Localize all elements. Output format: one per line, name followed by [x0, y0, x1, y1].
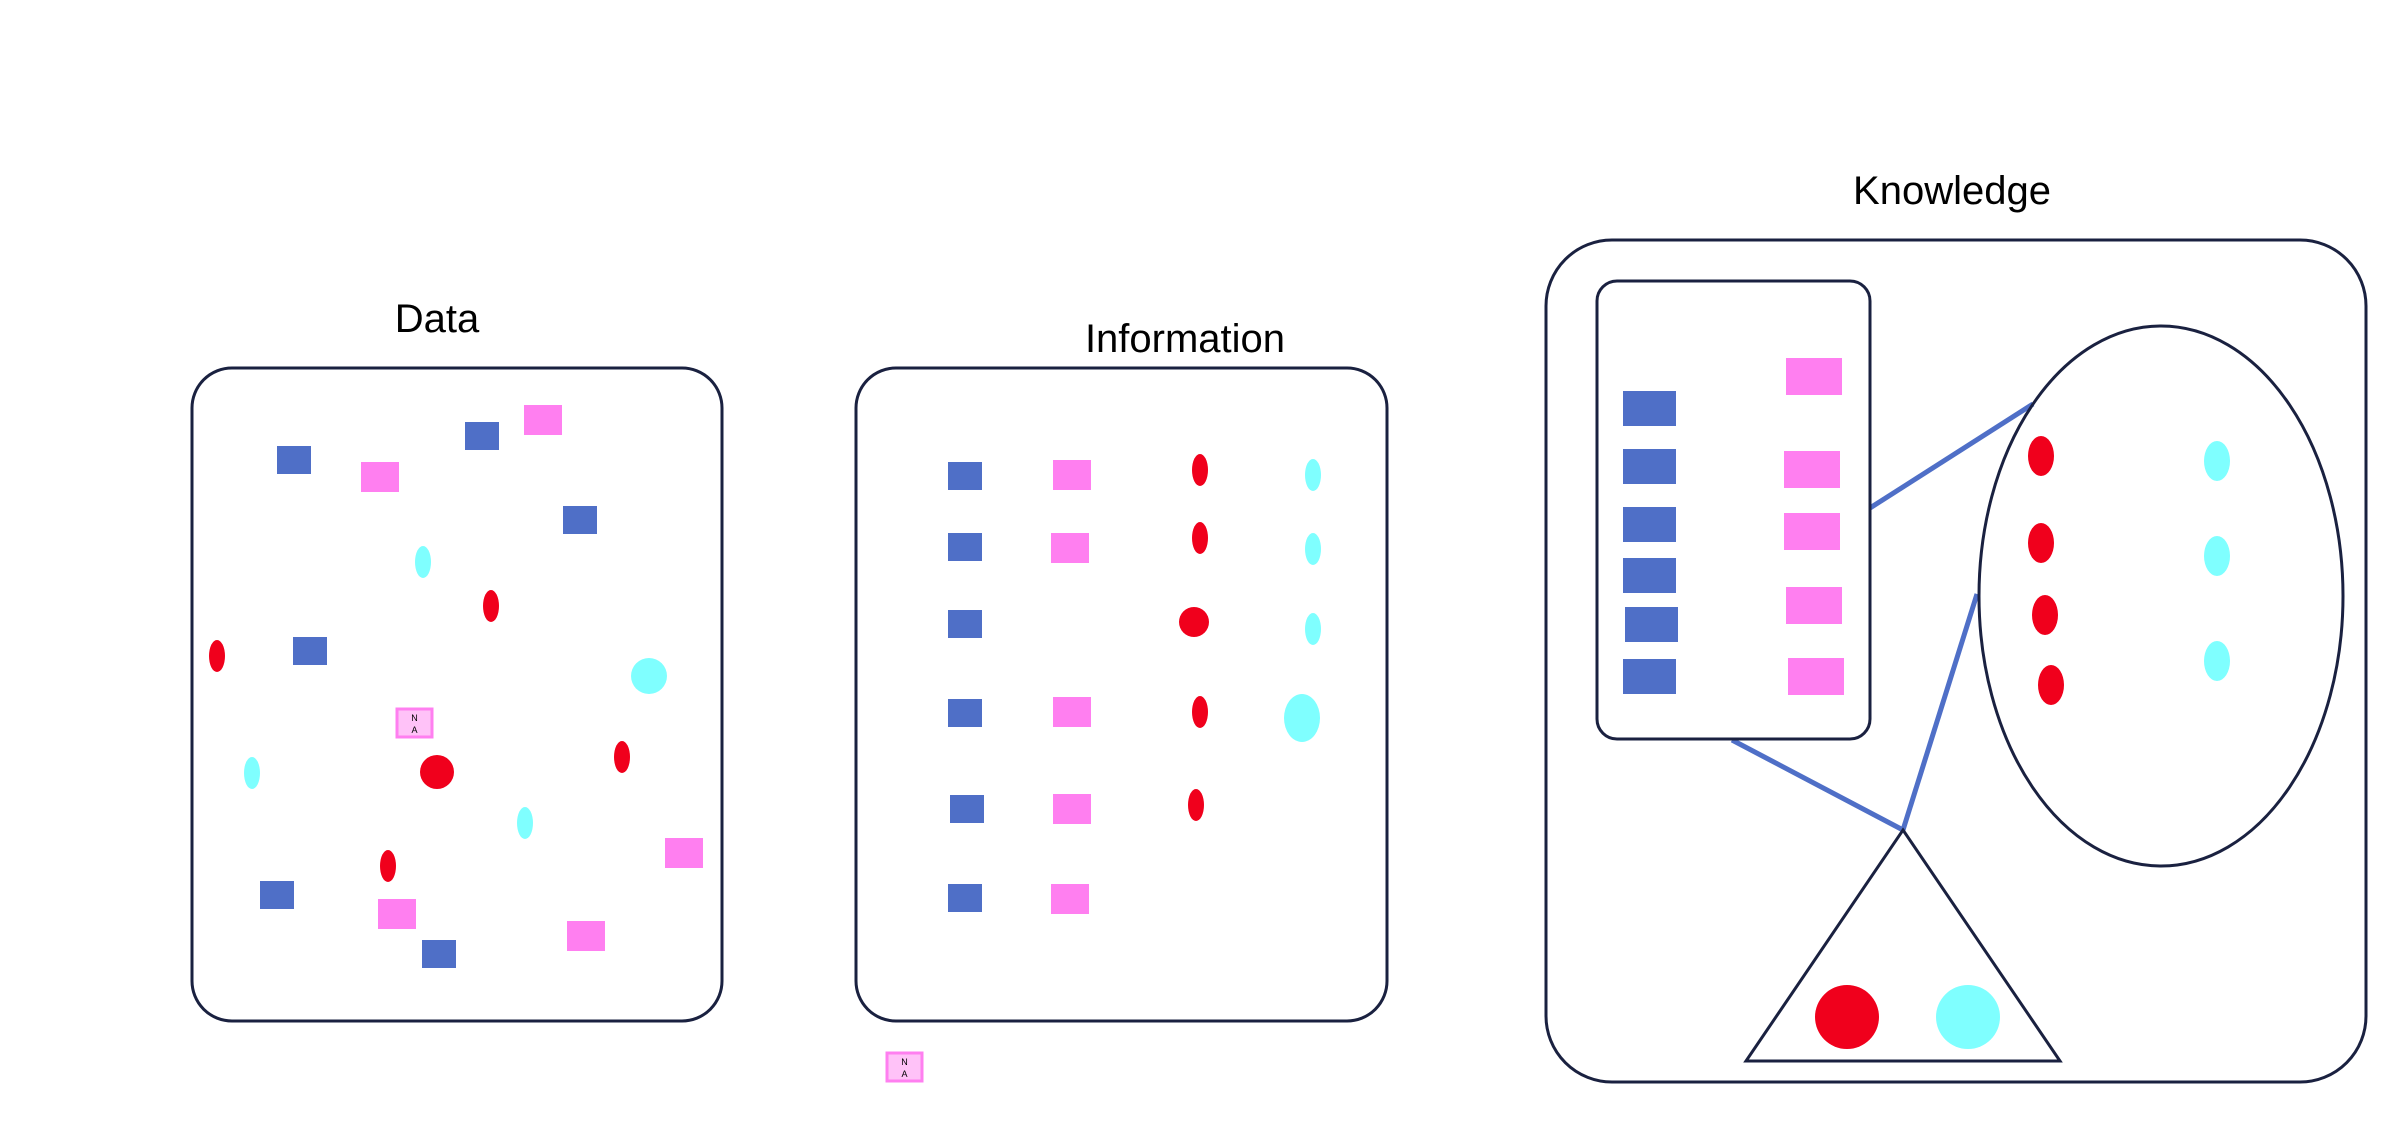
red-oval: [380, 850, 396, 882]
information-title: Information: [1085, 317, 1285, 361]
pink-square: [1051, 884, 1089, 914]
na-badge-line1: N: [411, 713, 418, 723]
blue-square: [948, 462, 982, 490]
cyan-oval: [2204, 641, 2230, 681]
pink-square: [524, 405, 562, 435]
red-oval: [483, 590, 499, 622]
connector-line: [1868, 401, 2035, 511]
red-oval: [209, 640, 225, 672]
knowledge-title: Knowledge: [1853, 169, 2051, 213]
na-badge-line2: A: [901, 1069, 907, 1079]
pink-square: [378, 899, 416, 929]
blue-square: [948, 884, 982, 912]
blue-square: [948, 699, 982, 727]
blue-square: [1623, 449, 1676, 484]
information-frame: [854, 366, 1389, 1023]
pink-square: [1784, 451, 1840, 488]
blue-square: [260, 881, 294, 909]
red-oval: [2032, 595, 2058, 635]
cyan-oval: [1305, 459, 1321, 491]
red-oval: [2028, 436, 2054, 476]
connector-line: [1900, 593, 1980, 831]
red-oval: [1188, 789, 1204, 821]
cyan-circle: [1284, 694, 1320, 742]
pink-square: [1053, 794, 1091, 824]
red-circle: [1815, 985, 1879, 1049]
pink-square: [567, 921, 605, 951]
blue-square: [948, 610, 982, 638]
na-badge-line1: N: [901, 1057, 908, 1067]
blue-square: [950, 795, 984, 823]
cyan-oval: [2204, 441, 2230, 481]
blue-square: [1623, 659, 1676, 694]
connector-line: [1730, 737, 1905, 833]
squares-group-box: [1595, 279, 1872, 741]
blue-square: [563, 506, 597, 534]
circles-group-triangle: [1743, 827, 2063, 1063]
blue-square: [1623, 391, 1676, 426]
red-oval: [2028, 523, 2054, 563]
cyan-oval: [517, 807, 533, 839]
blue-square: [1625, 607, 1678, 642]
information-panel: Information: [854, 317, 1389, 1023]
cyan-oval: [2204, 536, 2230, 576]
blue-square: [1623, 558, 1676, 593]
cyan-oval: [1305, 533, 1321, 565]
ovals-group-ellipse: [1977, 324, 2345, 868]
red-oval: [614, 741, 630, 773]
na-badge-line2: A: [411, 725, 417, 735]
cyan-oval: [244, 757, 260, 789]
blue-square: [293, 637, 327, 665]
red-circle: [1179, 607, 1209, 637]
cyan-circle: [1936, 985, 2000, 1049]
cyan-oval: [415, 546, 431, 578]
pink-square: [1053, 697, 1091, 727]
cyan-circle: [631, 658, 667, 694]
blue-square: [277, 446, 311, 474]
pink-square: [1786, 358, 1842, 395]
red-oval: [1192, 454, 1208, 486]
knowledge-panel: Knowledge: [1544, 169, 2368, 1084]
pink-square: [1786, 587, 1842, 624]
data-frame: [190, 366, 724, 1023]
pink-square: [665, 838, 703, 868]
pink-square: [1784, 513, 1840, 550]
na-badge: N A: [395, 707, 434, 739]
blue-square: [465, 422, 499, 450]
blue-square: [1623, 507, 1676, 542]
data-panel: Data N A: [190, 297, 724, 1023]
red-oval: [1192, 696, 1208, 728]
blue-square: [422, 940, 456, 968]
data-title: Data: [395, 297, 480, 341]
blue-square: [948, 533, 982, 561]
red-circle: [420, 755, 454, 789]
pink-square: [1053, 460, 1091, 490]
red-oval: [2038, 665, 2064, 705]
cyan-oval: [1305, 613, 1321, 645]
na-badge: N A: [885, 1051, 924, 1083]
pink-square: [1788, 658, 1844, 695]
knowledge-frame: [1544, 238, 2368, 1084]
red-oval: [1192, 522, 1208, 554]
pink-square: [361, 462, 399, 492]
pink-square: [1051, 533, 1089, 563]
